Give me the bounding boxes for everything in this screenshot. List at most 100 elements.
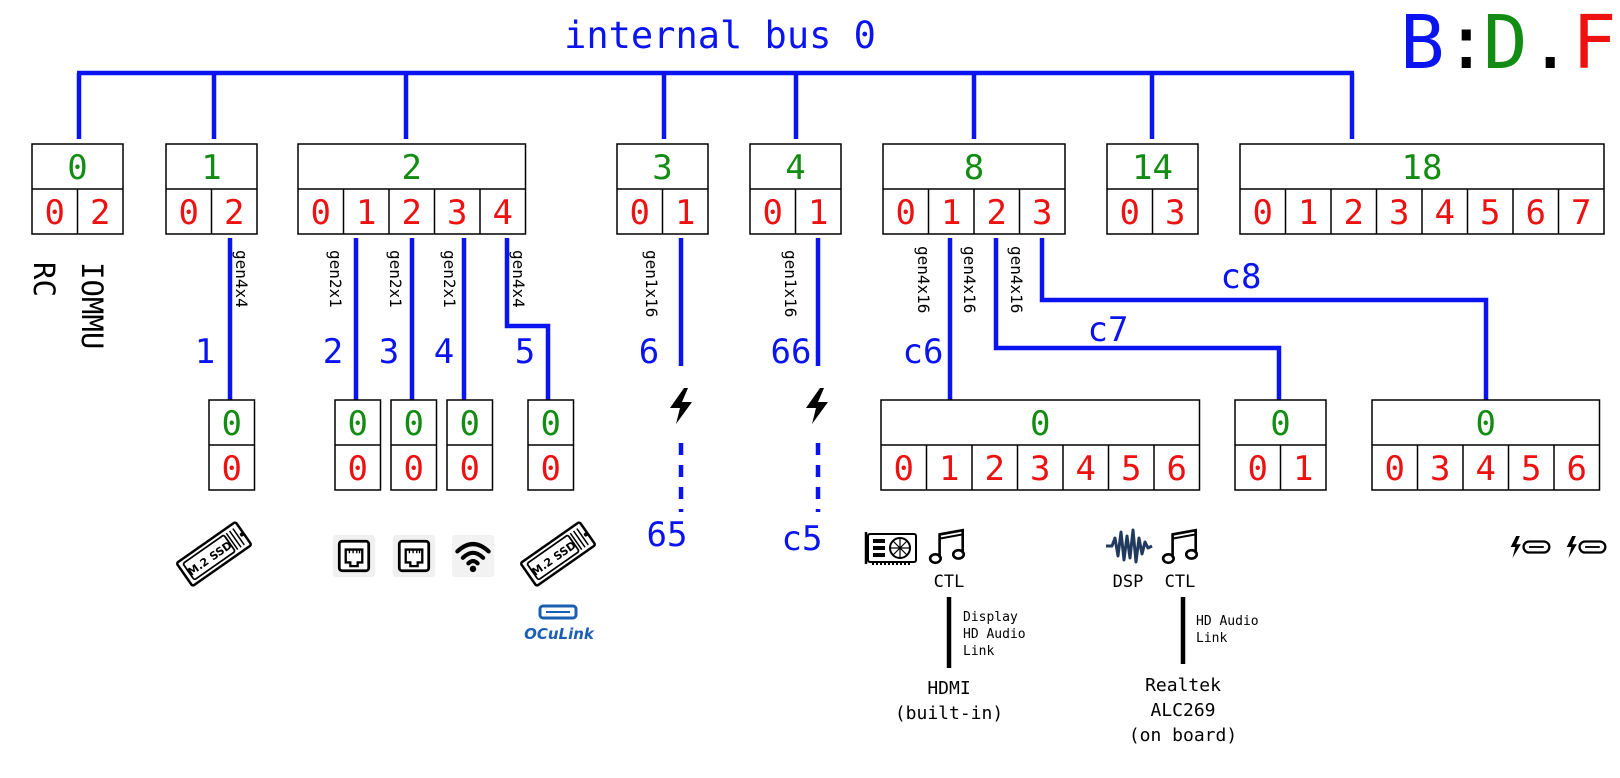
- svg-text:Realtek: Realtek: [1145, 675, 1221, 696]
- svg-text:Link: Link: [963, 644, 994, 659]
- audio-labels: CTL DSP CTL: [934, 572, 1196, 592]
- function-number: 4: [1476, 449, 1496, 489]
- thunderbolt-usbc-icon: [1509, 534, 1551, 560]
- device-number: 0: [1030, 404, 1050, 444]
- function-number: 2: [90, 193, 110, 233]
- bus-number: c8: [1221, 257, 1262, 297]
- function-number: 5: [1121, 449, 1141, 489]
- legend-device: D: [1483, 0, 1528, 86]
- function-number: 4: [493, 193, 513, 233]
- function-number: 0: [1248, 449, 1268, 489]
- function-number: 3: [1389, 193, 1409, 233]
- function-number: 0: [1385, 449, 1405, 489]
- function-number: 2: [985, 449, 1005, 489]
- lightning-icon: [806, 388, 828, 424]
- rc-label: RC: [27, 262, 61, 297]
- function-number: 0: [404, 449, 424, 489]
- function-number: 3: [447, 193, 467, 233]
- bus-number: c5: [782, 519, 823, 559]
- music-note-icon: [928, 528, 966, 565]
- device-number: 2: [402, 148, 422, 188]
- dsp-label: DSP: [1113, 572, 1144, 592]
- ctl-label: CTL: [1165, 572, 1196, 592]
- function-number: 0: [45, 193, 65, 233]
- link-label: gen4x16: [960, 246, 979, 313]
- link-label: gen2x1: [386, 250, 405, 308]
- child-device-box: 00: [208, 399, 256, 491]
- thunderbolt-usbc-icon: [1565, 534, 1607, 560]
- link-label: gen4x16: [914, 246, 933, 313]
- svg-text:Display: Display: [963, 610, 1018, 625]
- device-number: 18: [1402, 148, 1443, 188]
- oculink-label: OCuLink: [524, 625, 595, 643]
- legend-bus: B: [1400, 0, 1445, 86]
- function-number: 0: [894, 449, 914, 489]
- function-number: 3: [1032, 193, 1052, 233]
- child-device-box: 00: [334, 399, 382, 491]
- bus-number: 2: [323, 332, 343, 372]
- gpu-icon: [864, 530, 918, 566]
- ctl-label: CTL: [934, 572, 965, 592]
- svg-text:HDMI: HDMI: [927, 678, 970, 699]
- function-number: 0: [460, 449, 480, 489]
- bus-numbers: 1 2 3 4 5 6 66 65 c5 c6 c7 c8: [195, 257, 1262, 559]
- wifi-icon: [452, 535, 494, 577]
- svg-text:Link: Link: [1196, 631, 1227, 646]
- child-device-box: 00: [527, 399, 575, 491]
- oculink-icon: OCuLink: [524, 604, 595, 643]
- function-number: 1: [808, 193, 828, 233]
- bus-number: 66: [771, 332, 812, 372]
- bus-number: 4: [434, 332, 454, 372]
- bus-number: c6: [903, 332, 944, 372]
- function-number: 0: [222, 449, 242, 489]
- device-number: 3: [652, 148, 672, 188]
- function-number: 1: [1293, 449, 1313, 489]
- svg-text:(on board): (on board): [1129, 725, 1237, 746]
- function-number: 1: [356, 193, 376, 233]
- function-number: 0: [630, 193, 650, 233]
- function-number: 2: [224, 193, 244, 233]
- device-number: 0: [404, 404, 424, 444]
- function-number: 6: [1526, 193, 1546, 233]
- hda-link-label: HD Audio Link: [1196, 614, 1259, 646]
- function-number: 4: [1076, 449, 1096, 489]
- hdmi-label: HDMI (built-in): [895, 678, 1003, 724]
- device-number: 0: [541, 404, 561, 444]
- link-label: gen2x1: [440, 250, 459, 308]
- function-number: 3: [1430, 449, 1450, 489]
- device-number: 0: [460, 404, 480, 444]
- link-label: gen1x16: [781, 250, 800, 317]
- ethernet-icon: [391, 533, 437, 579]
- bus-number: 5: [515, 332, 535, 372]
- function-number: 2: [987, 193, 1007, 233]
- device-number: 8: [964, 148, 984, 188]
- device-number: 0: [1270, 404, 1290, 444]
- link-label: gen1x16: [642, 250, 661, 317]
- bus-number: 1: [195, 332, 215, 372]
- function-number: 2: [1344, 193, 1364, 233]
- device-number: 14: [1132, 148, 1173, 188]
- function-number: 1: [675, 193, 695, 233]
- ethernet-icon: [331, 533, 377, 579]
- svg-text:HD Audio: HD Audio: [1196, 614, 1259, 629]
- function-number: 3: [1030, 449, 1050, 489]
- bus-number: 3: [379, 332, 399, 372]
- function-number: 1: [939, 449, 959, 489]
- function-number: 5: [1480, 193, 1500, 233]
- child-device-box: 00: [446, 399, 494, 491]
- function-number: 0: [311, 193, 331, 233]
- display-link-label: Display HD Audio Link: [963, 610, 1026, 659]
- link-label: gen4x16: [1007, 246, 1026, 313]
- iommu-label: IOMMU: [75, 262, 109, 349]
- link-speed-labels: gen4x4 gen2x1 gen2x1 gen2x1 gen4x4 gen1x…: [232, 246, 1026, 317]
